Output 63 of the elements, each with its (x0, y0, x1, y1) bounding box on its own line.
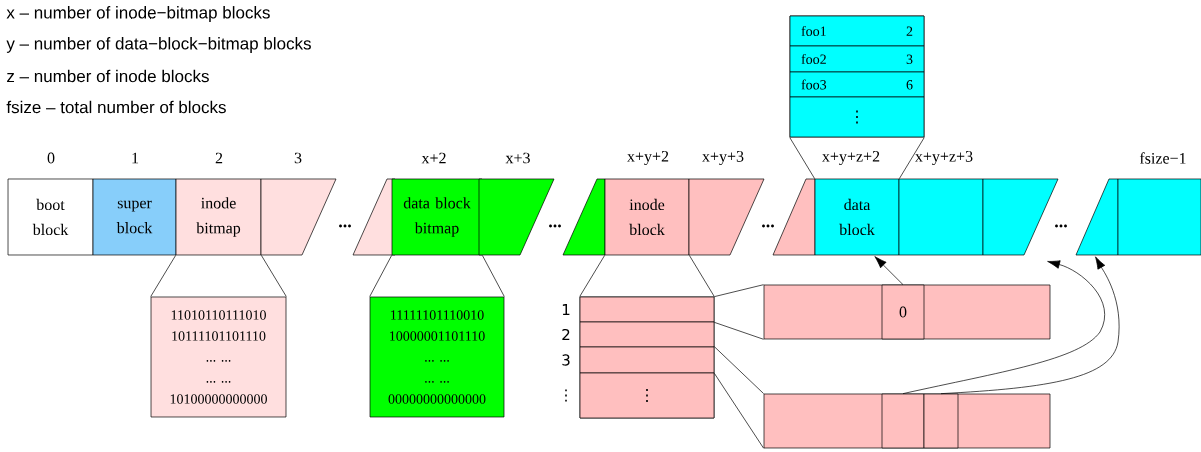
record-cell (881, 393, 925, 449)
bitmap-box: 11111101110010 10000001101110 ... ... ... ... 00000000000000 (369, 296, 505, 418)
block-number: x+2 (421, 152, 446, 164)
disk-block (1117, 178, 1201, 256)
connector-line (899, 137, 925, 179)
row-number: 3 (562, 354, 570, 366)
block-number: x+y+2 (627, 151, 669, 165)
table-row: ⋮ (789, 96, 925, 138)
connector-line (714, 322, 764, 340)
ellipsis: ... (762, 224, 774, 228)
disk-block: inode bitmap (175, 178, 262, 256)
block-number: x+y+z+2 (822, 151, 880, 165)
disk-block: data block bitmap (391, 178, 483, 256)
connector-line (714, 373, 764, 449)
disk-block (562, 178, 606, 256)
record-cell (923, 393, 959, 449)
bitmap-box: 11010110111010 10111101101110 ... ... ... ... 10100000000000 (150, 296, 287, 418)
connector-line (714, 346, 764, 394)
connector-line (689, 255, 715, 297)
block-number: x+y+z+3 (915, 151, 973, 165)
table-row: foo2 3 (789, 45, 925, 73)
arrow (874, 256, 904, 285)
block-number: 1 (132, 152, 139, 164)
connector-line (261, 255, 287, 297)
connector-line (579, 255, 605, 297)
row-number: 1 (562, 304, 570, 315)
disk-block: inode block (604, 178, 690, 256)
ellipsis: ... (1055, 224, 1067, 228)
row-number: ⋮ (565, 389, 567, 402)
block-number: 2 (215, 152, 223, 164)
disk-block: super block (92, 178, 177, 256)
arrow (940, 256, 1120, 394)
table-row (579, 346, 715, 374)
table-row: foo1 2 (789, 15, 925, 47)
table-row (579, 296, 715, 323)
ellipsis: ... (339, 224, 351, 228)
block-number: 0 (47, 152, 55, 164)
ellipsis: ... (549, 224, 561, 228)
table-row (579, 321, 715, 348)
connector-line (482, 255, 505, 297)
disk-block (1075, 178, 1119, 256)
connector-line (150, 255, 176, 297)
table-row: foo3 6 (789, 71, 925, 98)
definition-text: z – number of inode blocks (7, 69, 209, 83)
block-number: x+y+3 (702, 151, 744, 165)
disk-block: boot block (7, 178, 94, 256)
definition-text: y – number of data−block−bitmap blocks (6, 37, 311, 53)
table-row: ⋮ (579, 372, 715, 419)
connector-line (714, 284, 764, 297)
record-cell: 0 (881, 284, 925, 340)
disk-block (898, 178, 984, 256)
disk-block (260, 178, 337, 256)
definition-text: fsize – total number of blocks (6, 100, 226, 114)
disk-block (772, 178, 816, 256)
arrow (902, 260, 1105, 394)
block-number: 3 (294, 152, 302, 164)
connector-line (369, 255, 392, 297)
block-number: x+3 (505, 152, 530, 164)
disk-block: data block (814, 178, 900, 256)
block-number: fsize−1 (1139, 152, 1186, 164)
definition-text: x – number of inode−bitmap blocks (6, 6, 270, 22)
connector-line (789, 137, 815, 179)
row-number: 2 (562, 328, 570, 341)
